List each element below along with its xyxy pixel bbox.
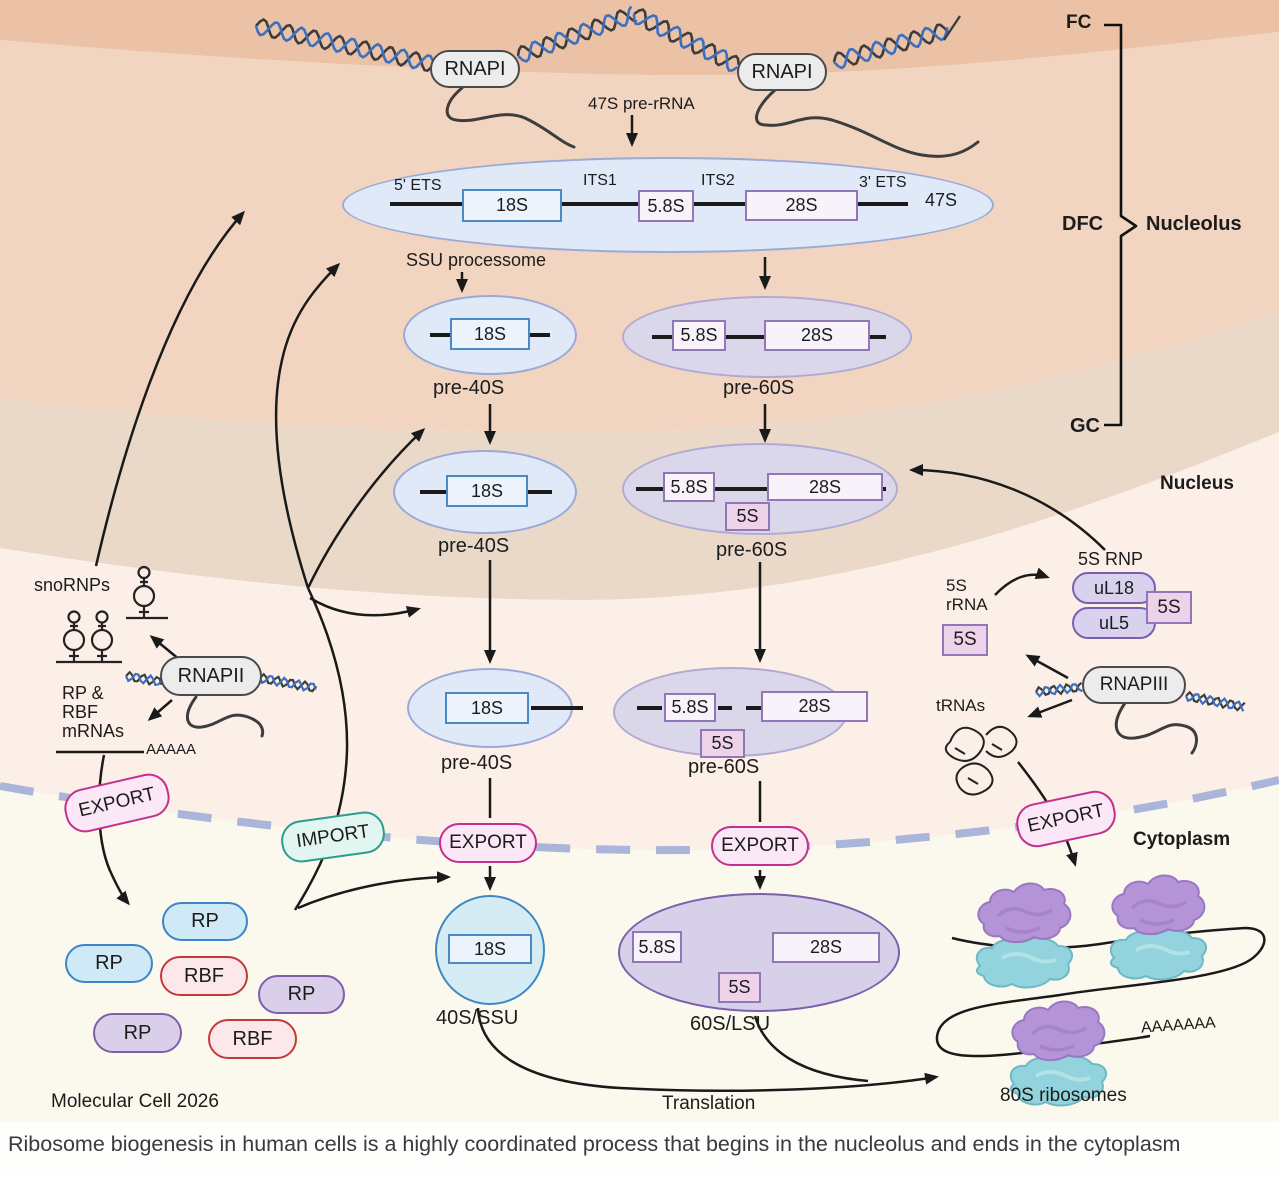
nucleolus-label: Nucleolus (1146, 213, 1242, 235)
figure-caption: Ribosome biogenesis in human cells is a … (8, 1132, 1181, 1156)
ul5-protein: uL5 (1072, 607, 1156, 639)
58s-segment: 5.8S (632, 931, 682, 963)
pre40s-label: pre-40S (433, 377, 505, 399)
47s-label: 47S (925, 190, 958, 210)
rp-to-40s-arrow (297, 871, 451, 910)
ribosome-80s (1108, 873, 1209, 982)
rnapi-badge: RNAPI (737, 53, 827, 91)
5s-segment: 5S (700, 729, 745, 758)
credit-label: Molecular Cell 2026 (51, 1091, 219, 1112)
5s-rnp-label: 5S RNP (1078, 549, 1144, 569)
5s-segment: 5S (725, 502, 770, 531)
5s-segment: 5S (718, 972, 761, 1003)
28s-segment: 28S (745, 190, 858, 221)
5s-to-5srnp-arrow (994, 567, 1050, 596)
18s-segment: 18S (448, 934, 532, 964)
cytoplasm-label: Cytoplasm (1133, 829, 1231, 850)
5srnp-to-pre60s-arrow (909, 464, 1106, 551)
rnapii-to-mrna-arrow (147, 699, 173, 721)
60s-translation-arrow (753, 1015, 869, 1083)
branch-to-ssu (274, 262, 341, 589)
18s-segment: 18S (446, 475, 528, 507)
ul18-protein: uL18 (1072, 572, 1156, 604)
snornps-label: snoRNPs (34, 575, 111, 595)
5ets-label: 5' ETS (394, 177, 442, 194)
rbf-protein: RBF (208, 1019, 297, 1059)
nuclear-envelope (0, 776, 1279, 855)
pre40s-label: pre-40S (438, 535, 510, 557)
5s-segment: 5S (1146, 591, 1192, 624)
58s-segment: 5.8S (663, 472, 715, 502)
snornp-to-nucleolus-arrow (94, 210, 246, 567)
rp-protein: RP (162, 902, 248, 941)
dfc-region-label: DFC (1062, 213, 1104, 235)
60s-lsu-label: 60S/LSU (690, 1013, 771, 1035)
pre60s-label: pre-60S (688, 756, 760, 778)
rp-protein: RP (65, 944, 153, 983)
rnapi-badge: RNAPI (430, 50, 520, 88)
rnapiii-to-5s-arrow (1025, 654, 1069, 680)
trnas-label: tRNAs (936, 696, 986, 715)
28s-segment: 28S (764, 320, 870, 351)
branch-to-pre40s-3 (309, 596, 421, 618)
polysome-mrna (935, 926, 1266, 1058)
nucleus-label: Nucleus (1160, 473, 1234, 494)
branch-to-pre40s-2 (306, 427, 426, 589)
export-badge: EXPORT (439, 823, 537, 863)
18s-segment: 18S (450, 318, 530, 350)
rnapiii-to-trna-arrow (1027, 698, 1073, 718)
nucleus-band (0, 432, 1279, 851)
28s-segment: 28S (772, 932, 880, 963)
rp-rbf-mrnas-label: RP & RBF mRNAs (62, 683, 124, 741)
translation-label: Translation (662, 1093, 756, 1114)
ribosome-80s (974, 881, 1075, 990)
dna-helix (125, 5, 1246, 712)
polya-label: AAAAA (146, 741, 197, 758)
pre40s-label: pre-40S (441, 752, 513, 774)
3ets-label: 3' ETS (859, 174, 907, 191)
47s-pre-rrna-label: 47S pre-rRNA (588, 94, 695, 113)
ssu-processome-label: SSU processome (406, 250, 547, 270)
28s-segment: 28S (761, 691, 868, 722)
rp-protein: RP (258, 975, 345, 1014)
80s-ribosomes-label: 80S ribosomes (1000, 1085, 1127, 1106)
58s-segment: 5.8S (672, 320, 726, 351)
export-badge: EXPORT (711, 826, 809, 866)
nucleolus-bracket (1104, 23, 1138, 427)
its2-label: ITS2 (701, 172, 735, 189)
pre60s-label: pre-60S (723, 377, 795, 399)
5s-rrna-label: 5S rRNA (946, 576, 988, 614)
18s-segment: 18S (462, 189, 562, 222)
snornp-glyphs (56, 565, 168, 664)
rnapii-badge: RNAPII (160, 656, 262, 696)
28s-segment: 28S (767, 473, 883, 501)
rp-protein: RP (93, 1013, 182, 1053)
58s-segment: 5.8S (664, 693, 716, 722)
trna-glyphs (944, 725, 1018, 796)
40s-translation-arrow (476, 1007, 939, 1092)
40s-ssu-label: 40S/SSU (436, 1007, 519, 1029)
pre60s-label: pre-60S (716, 539, 788, 561)
gc-region-label: GC (1070, 415, 1100, 437)
gc-band (0, 310, 1279, 600)
rbf-protein: RBF (160, 956, 248, 996)
import-trunk (293, 587, 349, 911)
5s-rrna-box: 5S (942, 624, 988, 656)
rnapiii-badge: RNAPIII (1082, 666, 1186, 704)
caption-strip: Ribosome biogenesis in human cells is a … (0, 1122, 1279, 1178)
fc-region-label: FC (1066, 12, 1092, 33)
18s-segment: 18S (445, 692, 529, 724)
its1-label: ITS1 (583, 172, 617, 189)
58s-segment: 5.8S (638, 190, 694, 222)
